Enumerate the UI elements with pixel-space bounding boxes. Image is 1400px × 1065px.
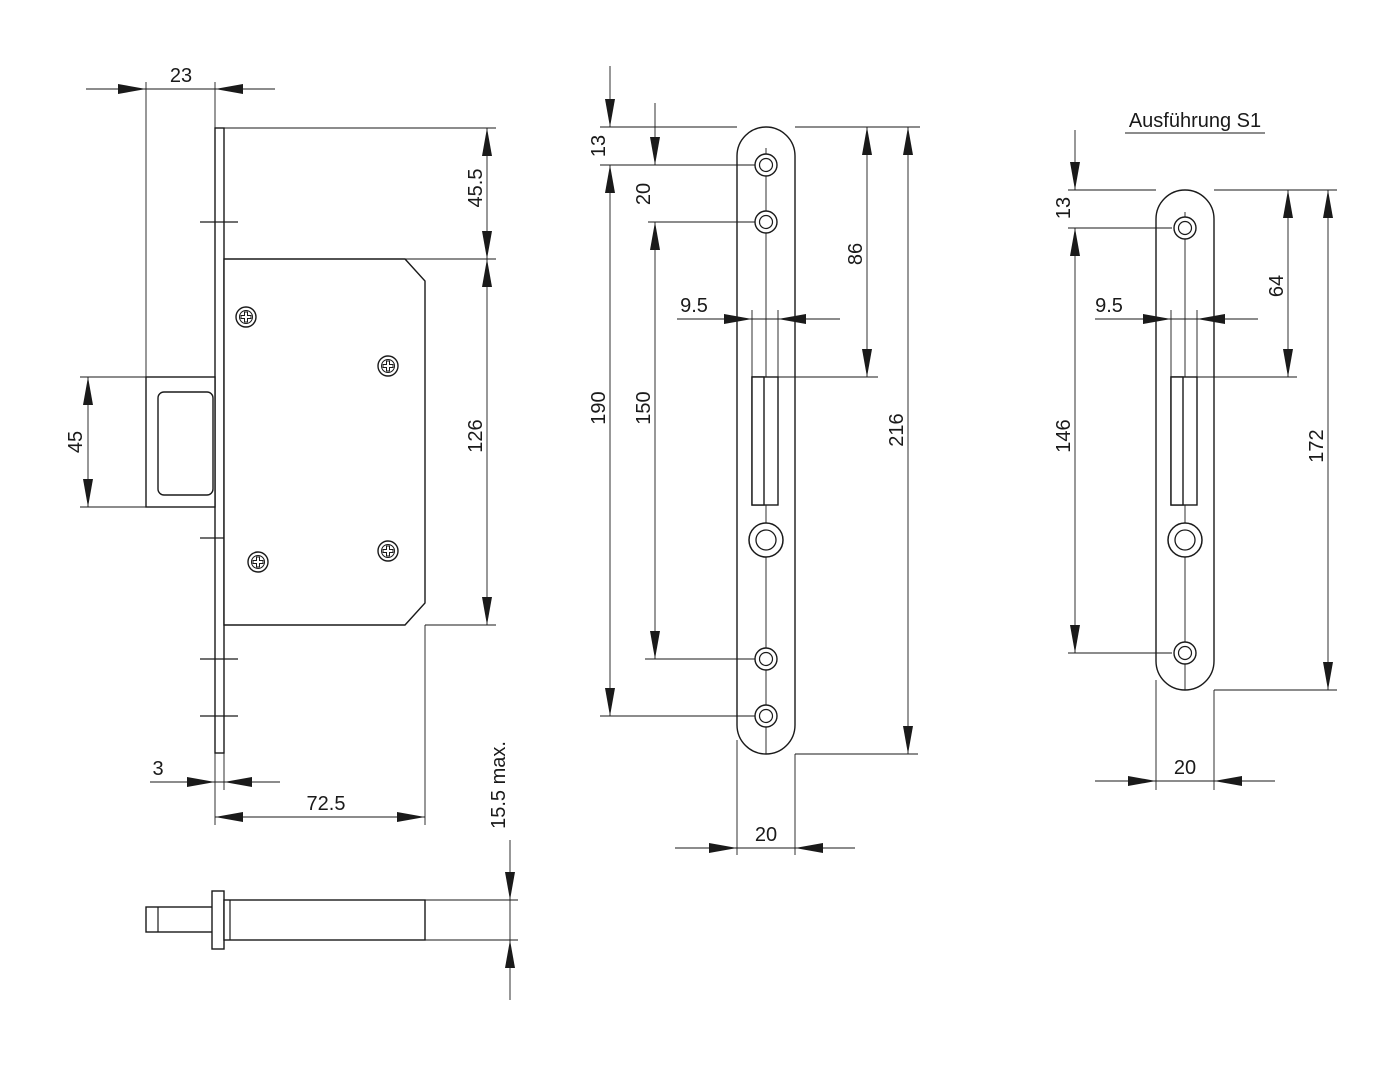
hole-icon — [754, 210, 778, 234]
screw-icon — [247, 551, 269, 573]
dim-s1-13-label: 13 — [1053, 197, 1075, 219]
hole-icon — [754, 704, 778, 728]
dim-body-depth-label: 72.5 — [307, 793, 346, 815]
dim-striker-top: 13 20 — [588, 66, 755, 250]
dim-backset-label: 23 — [170, 65, 192, 87]
lock-side-view — [145, 890, 426, 950]
dim-s1-146-label: 146 — [1053, 419, 1075, 452]
lock-body-view: 23 45.5 126 45 — [65, 65, 518, 1000]
dim-s1-172-label: 172 — [1306, 429, 1328, 462]
dim-s1-64-label: 64 — [1266, 275, 1288, 297]
dim-s1-width-label: 20 — [1174, 757, 1196, 779]
dim-plate-thickness-label: 3 — [152, 758, 163, 780]
dim-max-thickness: 15.5 max. — [425, 741, 518, 1000]
latch-inner — [157, 391, 214, 496]
striker-slot-inner — [751, 376, 765, 506]
screw-icon — [377, 355, 399, 377]
dim-190: 190 — [588, 165, 755, 717]
dim-190-label: 190 — [588, 391, 610, 424]
screw-icon — [377, 540, 399, 562]
dim-216: 216 — [795, 127, 918, 755]
dim-86: 86 — [778, 126, 920, 378]
dim-150: 150 — [633, 222, 755, 660]
hole-icon — [1173, 641, 1197, 665]
dim-13-label: 13 — [588, 135, 610, 157]
dim-150-label: 150 — [633, 391, 655, 424]
dim-s1-64: 64 — [1197, 189, 1337, 378]
screw-icon — [235, 306, 257, 328]
dim-striker-width: 20 — [675, 740, 855, 855]
dim-latch-label: 45 — [65, 431, 87, 453]
variant-slot-inner — [1170, 376, 1184, 506]
dim-backset: 23 — [86, 65, 275, 377]
dim-s1-13: 13 — [1053, 130, 1172, 256]
faceplate-ticks — [200, 221, 238, 717]
hole-icon — [1173, 216, 1197, 240]
dim-plate-thickness: 3 — [150, 753, 280, 825]
dim-s1-146: 146 — [1053, 228, 1172, 654]
dim-9-5-label: 9.5 — [680, 295, 708, 317]
dim-body-height-label: 126 — [465, 419, 487, 452]
dim-max-thickness-label: 15.5 max. — [488, 741, 510, 829]
dim-body-depth: 72.5 — [215, 625, 426, 825]
dim-body-vertical: 45.5 126 — [224, 127, 496, 626]
dim-216-label: 216 — [886, 413, 908, 446]
dim-86-label: 86 — [845, 243, 867, 265]
dim-s1-9-5: 9.5 — [1095, 295, 1258, 377]
hole-icon — [748, 522, 784, 558]
dim-latch: 45 — [65, 376, 146, 508]
striker-plate-view: 13 20 190 150 9.5 — [588, 66, 920, 855]
dim-top-label: 45.5 — [465, 169, 487, 208]
dim-9-5: 9.5 — [677, 295, 840, 377]
hole-icon — [1167, 522, 1203, 558]
dim-striker-width-label: 20 — [755, 824, 777, 846]
variant-title: Ausführung S1 — [1129, 110, 1261, 132]
dim-s1-9-5-label: 9.5 — [1095, 295, 1123, 317]
dim-20-label: 20 — [633, 183, 655, 205]
hole-icon — [754, 647, 778, 671]
dim-s1-172: 172 — [1214, 190, 1337, 691]
dim-s1-width: 20 — [1095, 680, 1275, 790]
hole-icon — [754, 153, 778, 177]
variant-s1-view: Ausführung S1 13 146 — [1053, 110, 1337, 790]
